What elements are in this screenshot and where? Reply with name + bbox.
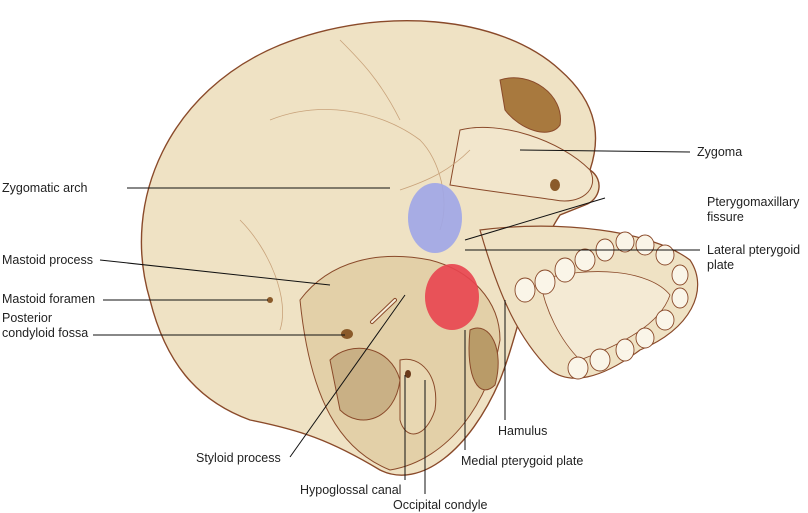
label-hypoglossal-canal: Hypoglossal canal xyxy=(300,483,402,497)
label-line-1: Posterior xyxy=(2,311,53,325)
teeth xyxy=(514,231,689,380)
label-line-1: Lateral pterygoid xyxy=(707,243,801,257)
label-mastoid-foramen: Mastoid foramen xyxy=(2,292,96,306)
posterior-condyloid-fossa xyxy=(341,329,353,339)
label-line-1: Pterygomaxillary xyxy=(707,195,800,209)
label-occipital-condyle: Occipital condyle xyxy=(393,498,488,512)
label-styloid-process: Styloid process xyxy=(196,451,281,465)
label-line-2: condyloid fossa xyxy=(2,326,89,340)
pterygopalatine-highlight xyxy=(425,264,479,330)
label-pterygomaxillary-fissure: Pterygomaxillary fissure xyxy=(707,195,799,225)
leader-lines xyxy=(93,149,700,494)
styloid-process xyxy=(371,299,396,323)
label-hamulus: Hamulus xyxy=(498,424,548,438)
label-zygoma: Zygoma xyxy=(697,145,743,159)
mastoid-foramen xyxy=(267,297,273,303)
label-lateral-pterygoid-plate: Lateral pterygoid plate xyxy=(707,243,800,273)
label-medial-pterygoid-plate: Medial pterygoid plate xyxy=(461,454,584,468)
orbit xyxy=(499,77,561,133)
label-zygomatic-arch: Zygomatic arch xyxy=(2,181,88,195)
label-line-2: fissure xyxy=(707,210,744,224)
label-posterior-condyloid-fossa: Posterior condyloid fossa xyxy=(2,311,88,341)
pterygomaxillary-highlight xyxy=(408,183,462,253)
label-line-2: plate xyxy=(707,258,735,272)
hypoglossal-canal xyxy=(405,370,411,378)
label-mastoid-process: Mastoid process xyxy=(2,253,94,267)
